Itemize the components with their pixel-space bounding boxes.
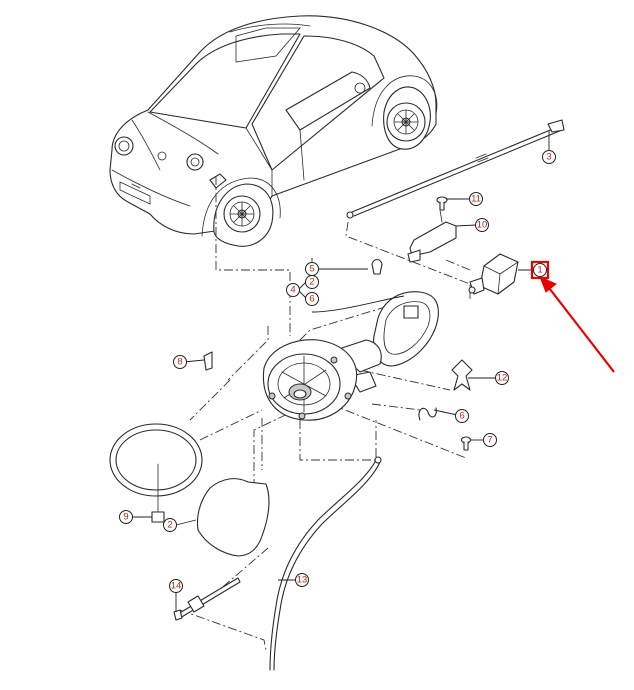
part-6-spring (418, 407, 437, 421)
part-11-screw (436, 196, 448, 211)
callout-11: 11 (469, 192, 483, 206)
part-10-bracket (407, 209, 457, 263)
highlight-arrow (539, 276, 615, 373)
callout-8: 8 (173, 355, 187, 369)
part-13-drain-hose (269, 456, 382, 671)
callout-2: 2 (305, 275, 319, 289)
svg-text:11: 11 (471, 194, 481, 205)
svg-text:9: 9 (123, 512, 128, 523)
svg-text:8: 8 (177, 357, 182, 368)
part-7-screw (460, 436, 472, 451)
callout-10: 10 (475, 218, 489, 232)
part-1-actuator (468, 253, 519, 295)
callout-5: 5 (305, 262, 319, 276)
svg-text:7: 7 (487, 435, 492, 446)
svg-text:10: 10 (477, 220, 488, 231)
svg-text:12: 12 (497, 373, 508, 384)
callout-3: 3 (542, 150, 556, 164)
part-2-gasket (196, 478, 270, 557)
part-12-spring-clip (451, 359, 473, 391)
svg-text:6: 6 (459, 411, 464, 422)
svg-text:3: 3 (546, 152, 551, 163)
svg-text:2: 2 (167, 520, 172, 531)
svg-text:6: 6 (309, 294, 314, 305)
part-8-plug (203, 351, 213, 371)
svg-text:13: 13 (297, 575, 308, 586)
callout-6b: 6 (455, 409, 469, 423)
car-illustration (109, 15, 438, 247)
svg-text:14: 14 (171, 581, 182, 592)
svg-text:5: 5 (309, 264, 314, 275)
part-3-release-rod (346, 119, 565, 219)
callout-7: 7 (483, 433, 497, 447)
callout-4: 4 (286, 283, 300, 297)
callout-6: 6 (305, 292, 319, 306)
fuel-filler-flap-assembly (262, 291, 439, 421)
svg-text:1: 1 (537, 265, 542, 276)
callout-12: 12 (495, 371, 509, 385)
callout-2b: 2 (163, 518, 177, 532)
callout-14: 14 (169, 579, 183, 593)
highlight-box (530, 260, 550, 280)
part-14-cable-tie (173, 577, 241, 621)
part-5-clip (371, 258, 383, 275)
callout-group: 1 2 2 3 4 5 6 6 7 8 9 10 (119, 150, 556, 593)
part-9-seal-ring (109, 423, 203, 523)
callout-13: 13 (295, 573, 309, 587)
callout-1: 1 (530, 260, 550, 280)
svg-text:2: 2 (309, 277, 314, 288)
callout-9: 9 (119, 510, 133, 524)
svg-text:4: 4 (290, 285, 295, 296)
